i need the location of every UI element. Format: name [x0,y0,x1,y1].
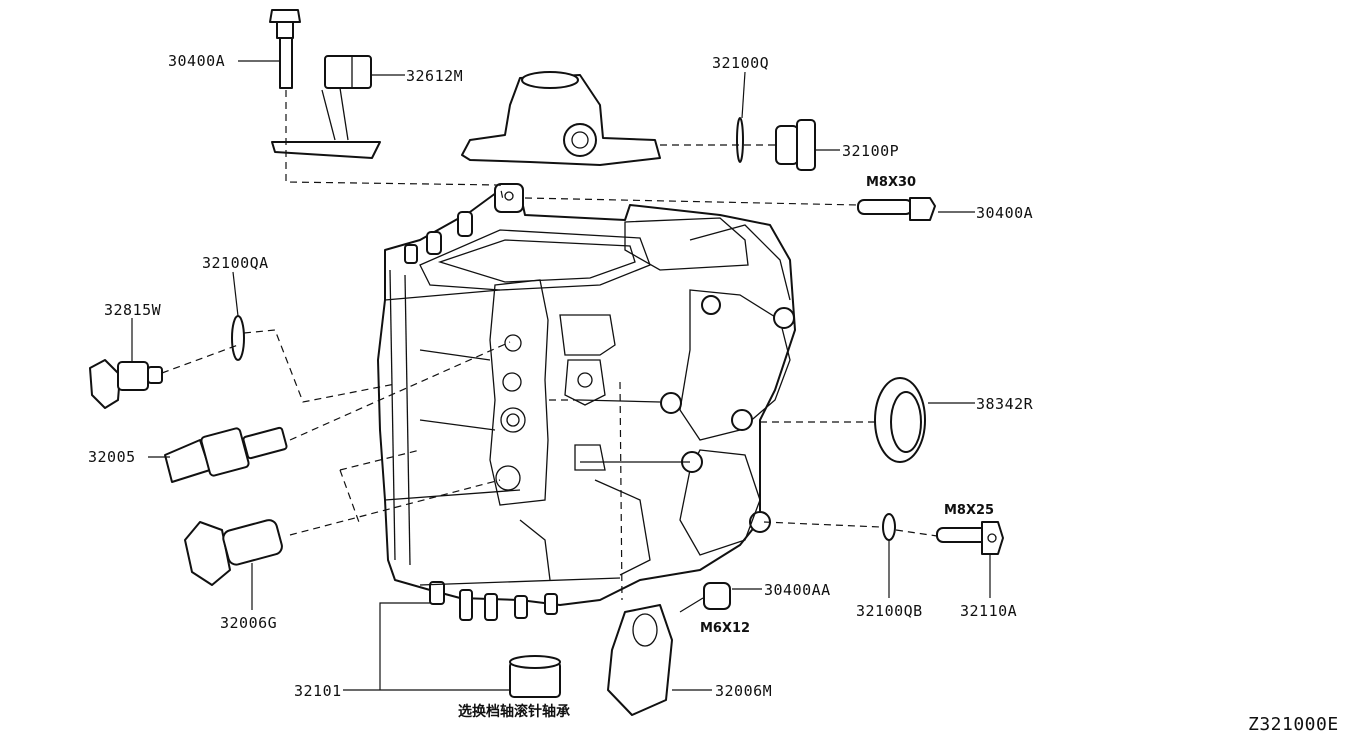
label-32100QB: 32100QB [856,602,923,620]
transmission-case [377,183,796,621]
bracket-32006M [607,604,673,716]
diagram-reference: Z321000E [1248,714,1339,735]
bolt-32110A [936,521,1004,555]
leader-lines [131,60,991,691]
label-30400AA: 30400AA [764,581,831,599]
label-32815W: 32815W [104,301,162,319]
label-32110A: 32110A [960,602,1017,620]
seal-38342R [874,377,926,463]
bearing-32101 [509,655,561,698]
shift-housing-top [461,71,661,166]
label-m8x30: M8X30 [866,175,916,190]
bolt-30400A-right [857,197,936,221]
label-bearing-note: 选换档轴滚针轴承 [458,703,570,720]
switch-32005 [164,426,288,483]
bracket-32612M [271,55,381,159]
label-30400A-top: 30400A [168,52,225,70]
label-30400A-right: 30400A [976,204,1033,222]
label-32101: 32101 [294,682,342,700]
gasket-32100QA [231,315,245,361]
label-32006M: 32006M [715,682,772,700]
part-labels: 30400A 32612M 32100Q 32100P M8X30 30400A… [88,52,1339,735]
gasket-32100Q [736,117,744,163]
sensor-32006G [184,519,283,586]
label-m8x25: M8X25 [944,503,994,518]
sensor-32815W [89,359,163,409]
label-m6x12: M6X12 [700,621,750,636]
label-32006G: 32006G [220,614,277,632]
label-32005: 32005 [88,448,136,466]
bolt-30400AA [703,582,731,610]
label-32100QA: 32100QA [202,254,269,272]
plug-32100P [775,119,816,171]
label-32100P: 32100P [842,142,899,160]
bolt-30400A-top [269,9,301,89]
label-32100Q: 32100Q [712,54,769,72]
label-38342R: 38342R [976,395,1034,413]
label-32612M: 32612M [406,67,463,85]
washer-32100QB [882,513,896,541]
assembly-lines [161,90,938,601]
